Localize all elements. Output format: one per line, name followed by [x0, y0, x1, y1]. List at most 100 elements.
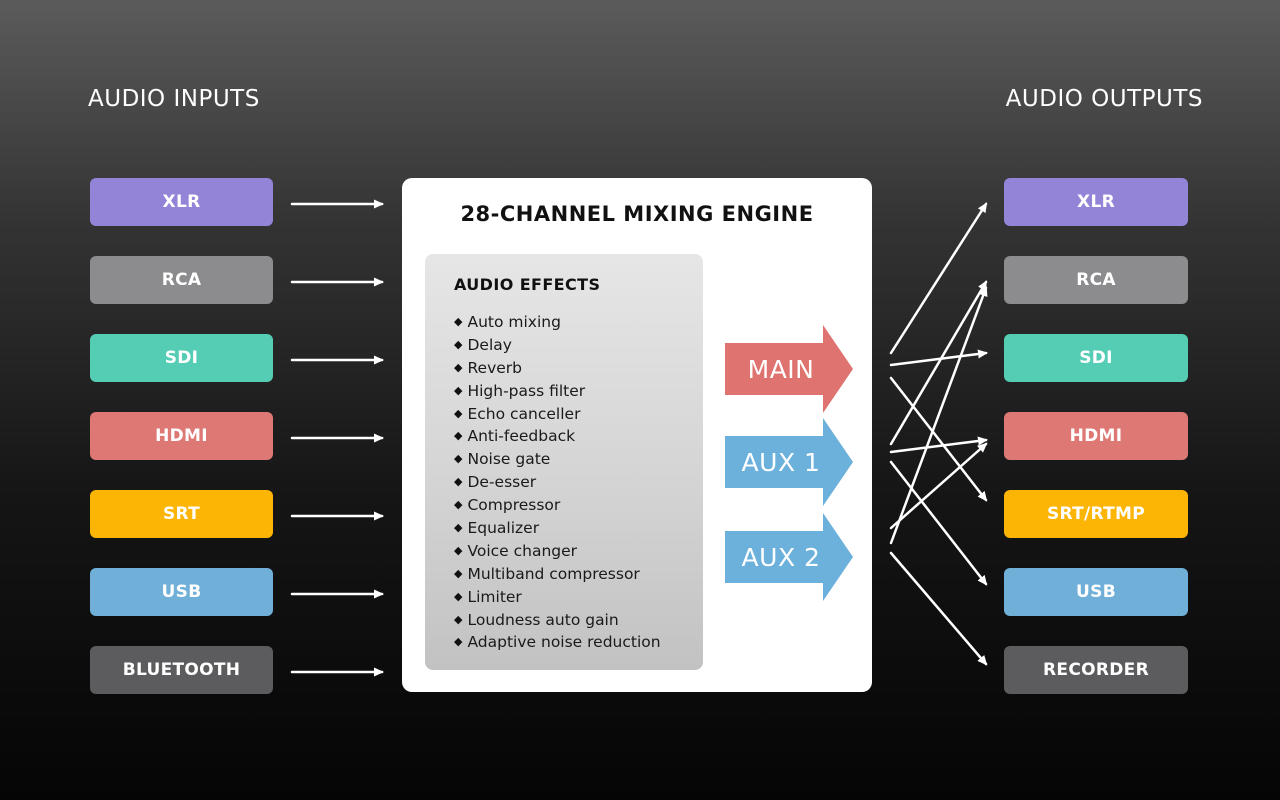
input-srt: SRT: [90, 490, 273, 538]
effect-item: ◆ Compressor: [454, 494, 661, 517]
main-to-xlr-arrow: [889, 202, 988, 355]
diamond-bullet-icon: ◆: [454, 383, 463, 397]
audio-effects-panel: AUDIO EFFECTS ◆Auto mixing ◆Delay ◆Rever…: [425, 254, 703, 670]
main-to-sdi-arrow: [889, 349, 988, 367]
input-rca-label: RCA: [161, 270, 202, 290]
effect-item: ◆ Limiter: [454, 586, 661, 609]
diamond-bullet-icon: ◆: [454, 521, 463, 535]
effect-item: ◆ Multiband compressor: [454, 563, 661, 586]
audio-effects-list: ◆Auto mixing ◆Delay ◆Reverb ◆High-pass f…: [454, 311, 661, 654]
input-srt-label: SRT: [162, 504, 201, 524]
effect-label: Delay: [467, 335, 512, 354]
effect-label: Voice changer: [467, 541, 578, 560]
effect-item: ◆ Echo canceller: [454, 403, 661, 426]
input-sdi-label: SDI: [164, 348, 199, 368]
aux2-bus-arrow-fill: [725, 513, 853, 601]
effect-item: ◆ Noise gate: [454, 448, 661, 471]
output-hdmi-label: HDMI: [1069, 426, 1123, 446]
diamond-bullet-icon: ◆: [454, 543, 463, 557]
effect-item: ◆ Reverb: [454, 357, 661, 380]
input-rca: RCA: [90, 256, 273, 304]
effect-label: Compressor: [467, 496, 561, 515]
effect-item: ◆ Voice changer: [454, 540, 661, 563]
effect-label: Multiband compressor: [467, 564, 640, 583]
effect-item: ◆Delay: [454, 334, 661, 357]
effect-item: ◆ Equalizer: [454, 517, 661, 540]
effect-label: Reverb: [467, 358, 522, 377]
mixing-engine-box: 28-CHANNEL MIXING ENGINE AUDIO EFFECTS ◆…: [402, 178, 872, 692]
diamond-bullet-icon: ◆: [454, 406, 463, 420]
effect-label: Auto mixing: [467, 313, 561, 331]
input-xlr-label: XLR: [162, 192, 201, 212]
effect-item: ◆ Loudness auto gain: [454, 609, 661, 632]
effect-label: De-esser: [467, 473, 537, 492]
effect-label: Noise gate: [467, 450, 551, 469]
output-rca: RCA: [1004, 256, 1188, 304]
output-rca-label: RCA: [1076, 270, 1116, 290]
effect-label: Echo canceller: [467, 404, 581, 423]
input-sdi: SDI: [90, 334, 273, 382]
diamond-bullet-icon: ◆: [454, 452, 463, 466]
aux1-bus-arrow-fill: [725, 418, 853, 506]
effect-label: Adaptive noise reduction: [467, 633, 661, 652]
main-bus-arrow: MAIN: [725, 325, 853, 413]
aux2-to-rca-arrow: [889, 286, 988, 545]
aux2-bus-arrow: AUX 2: [725, 513, 853, 601]
diamond-bullet-icon: ◆: [454, 612, 463, 626]
main-bus-label: MAIN: [747, 354, 815, 384]
aux2-to-hdmi-arrow: [889, 442, 988, 530]
mixing-engine-title: 28-CHANNEL MIXING ENGINE: [460, 202, 814, 226]
effect-label: High-pass filter: [467, 381, 586, 400]
audio-outputs-title: AUDIO OUTPUTS: [1005, 86, 1203, 112]
main-bus-arrow-fill: [725, 325, 853, 413]
audio-inputs-title: AUDIO INPUTS: [88, 86, 260, 112]
effect-item: ◆ Anti-feedback: [454, 425, 661, 448]
output-usb: USB: [1004, 568, 1188, 616]
input-hdmi: HDMI: [90, 412, 273, 460]
aux1-bus-arrow-shape: [725, 418, 853, 506]
output-xlr-label: XLR: [1077, 192, 1115, 212]
main-bus-arrow-shape: [725, 325, 853, 413]
effect-label: Anti-feedback: [467, 427, 576, 446]
aux1-bus-label: AUX 1: [741, 447, 821, 477]
effect-item: ◆ High-pass filter: [454, 380, 661, 403]
output-hdmi: HDMI: [1004, 412, 1188, 460]
input-usb-label: USB: [161, 582, 202, 602]
aux1-to-hdmi-arrow: [889, 436, 988, 454]
output-recorder-label: RECORDER: [1043, 660, 1149, 680]
main-to-srt-rtmp-arrow: [889, 376, 988, 502]
output-sdi: SDI: [1004, 334, 1188, 382]
diamond-bullet-icon: ◆: [454, 589, 463, 603]
effect-item: ◆ Adaptive noise reduction: [454, 631, 661, 654]
output-srt-rtmp: SRT/RTMP: [1004, 490, 1188, 538]
aux1-to-usb-arrow: [889, 460, 988, 586]
output-recorder: RECORDER: [1004, 646, 1188, 694]
effect-label: Equalizer: [467, 519, 540, 538]
effect-label: Loudness auto gain: [467, 610, 619, 629]
aux1-bus-arrow: AUX 1: [725, 418, 853, 506]
diamond-bullet-icon: ◆: [454, 429, 463, 443]
input-usb: USB: [90, 568, 273, 616]
effect-label: Limiter: [467, 587, 522, 606]
input-xlr: XLR: [90, 178, 273, 226]
diamond-bullet-icon: ◆: [454, 475, 463, 489]
input-bluetooth-label: BLUETOOTH: [122, 660, 241, 680]
aux2-to-recorder-arrow: [889, 551, 988, 666]
output-xlr: XLR: [1004, 178, 1188, 226]
diamond-bullet-icon: ◆: [454, 498, 463, 512]
aux1-to-rca-arrow: [889, 280, 988, 446]
output-usb-label: USB: [1076, 582, 1116, 602]
effect-item: ◆ De-esser: [454, 471, 661, 494]
effect-item: ◆ Auto mixing: [454, 311, 661, 334]
audio-effects-title: AUDIO EFFECTS: [454, 275, 601, 294]
diamond-bullet-icon: ◆: [454, 315, 463, 328]
output-srt-rtmp-label: SRT/RTMP: [1046, 504, 1146, 524]
aux2-bus-label: AUX 2: [741, 542, 821, 572]
diamond-bullet-icon: ◆: [454, 635, 463, 649]
aux2-bus-arrow-shape: [725, 513, 853, 601]
input-hdmi-label: HDMI: [155, 426, 208, 446]
diamond-bullet-icon: ◆: [454, 360, 463, 374]
input-bluetooth: BLUETOOTH: [90, 646, 273, 694]
diamond-bullet-icon: ◆: [454, 566, 463, 580]
